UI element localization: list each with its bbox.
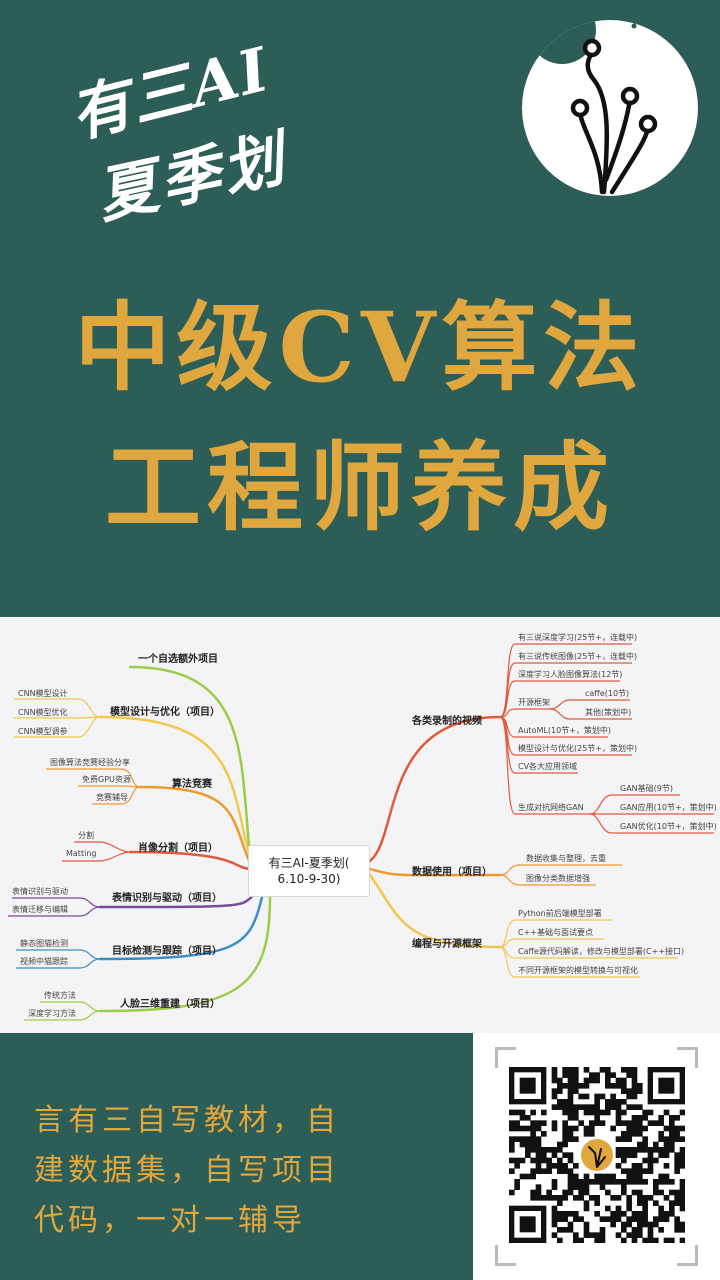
footer: 言有三自写教材，自 建数据集，自写项目 代码，一对一辅导 (0, 1033, 720, 1280)
video-item: AutoML(10节+，策划中) (518, 726, 612, 735)
model-item: CNN模型优化 (18, 708, 68, 717)
segmentation-item: Matting (66, 849, 97, 858)
branch-extra-project: 一个自选额外项目 (138, 654, 218, 665)
video-item: GAN优化(10节+，策划中) (620, 822, 717, 831)
video-item: GAN应用(10节+，策划中) (620, 803, 717, 812)
slogan-line-2: 建数据集，自写项目 (34, 1153, 340, 1188)
video-item: 开源框架 (518, 698, 550, 707)
mindmap-center-node: 有三AI-夏季划( 6.10-9-30) (248, 845, 370, 897)
video-item: 模型设计与优化(25节+，策划中) (518, 744, 638, 753)
circuit-tree-icon (528, 20, 658, 195)
video-item: 有三说传统图像(25节+，连载中) (518, 652, 638, 661)
detection-item: 静态图猫检测 (20, 939, 68, 948)
branch-expression: 表情识别与驱动（项目） (112, 893, 222, 904)
qr-frame-corner (677, 1047, 698, 1068)
expression-item: 表情识别与驱动 (12, 887, 68, 896)
competition-item: 竞赛辅导 (96, 793, 128, 802)
competition-item: 图像算法竞赛经验分享 (50, 758, 130, 767)
qr-code-panel[interactable] (473, 1033, 720, 1280)
data-item: 数据收集与整理，去重 (526, 854, 606, 863)
slogan-line-1: 言有三自写教材，自 (34, 1103, 340, 1138)
programming-item: 不同开源框架的模型转换与可视化 (518, 966, 638, 975)
center-dates: 6.10-9-30) (277, 872, 341, 886)
expression-item: 表情迁移与编辑 (12, 905, 68, 914)
qr-frame-corner (495, 1047, 516, 1068)
video-item: 有三说深度学习(25节+，连载中) (518, 633, 638, 642)
branch-programming: 编程与开源框架 (412, 939, 482, 950)
video-item: 其他(策划中) (585, 708, 632, 717)
video-item: CV各大应用领域 (518, 762, 578, 771)
detection-item: 视频中猫跟踪 (20, 957, 68, 966)
center-title: 有三AI-夏季划( (268, 856, 350, 870)
branch-competition: 算法竞赛 (172, 779, 212, 790)
qr-frame-corner (495, 1245, 516, 1266)
qr-frame-corner (677, 1245, 698, 1266)
slogan-line-3: 代码，一对一辅导 (34, 1203, 306, 1238)
model-item: CNN模型设计 (18, 689, 68, 698)
headline-line-2: 工程师养成 (105, 431, 615, 544)
branch-videos: 各类录制的视频 (412, 716, 482, 727)
logo (522, 20, 698, 196)
branch-detection-tracking: 目标检测与跟踪（项目） (112, 946, 222, 957)
segmentation-item: 分割 (78, 831, 94, 840)
branch-face-3d: 人脸三维重建（项目） (120, 999, 220, 1010)
face3d-item: 深度学习方法 (28, 1009, 76, 1018)
branch-model-design: 模型设计与优化（项目） (110, 707, 220, 718)
data-item: 图像分类数据增强 (526, 874, 590, 883)
video-item: 深度学习人脸图像算法(12节) (518, 670, 623, 679)
competition-item: 免费GPU资源 (82, 775, 131, 784)
branch-data-usage: 数据使用（项目） (412, 867, 492, 878)
video-item: 生成对抗网络GAN (518, 803, 584, 812)
banner: 有三AI 夏季划 中级CV算法 工程师养成 (0, 0, 720, 617)
mindmap-connectors (8, 643, 714, 1021)
programming-item: C++基础与面试要点 (518, 928, 593, 937)
qr-code-icon (509, 1067, 685, 1243)
branch-portrait-segmentation: 肖像分割（项目） (138, 843, 218, 854)
video-item: caffe(10节) (585, 689, 630, 698)
programming-item: Caffe源代码解读，修改与模型部署(C++接口) (518, 947, 685, 956)
model-item: CNN模型调参 (18, 727, 68, 736)
video-item: GAN基础(9节) (620, 784, 673, 793)
mindmap: 有三AI-夏季划( 6.10-9-30) 各类录制的视频 有三说深度学习(25节… (0, 617, 720, 1033)
programming-item: Python前后端模型部署 (518, 909, 602, 918)
face3d-item: 传统方法 (44, 991, 76, 1000)
headline-line-1: 中级CV算法 (74, 291, 646, 404)
